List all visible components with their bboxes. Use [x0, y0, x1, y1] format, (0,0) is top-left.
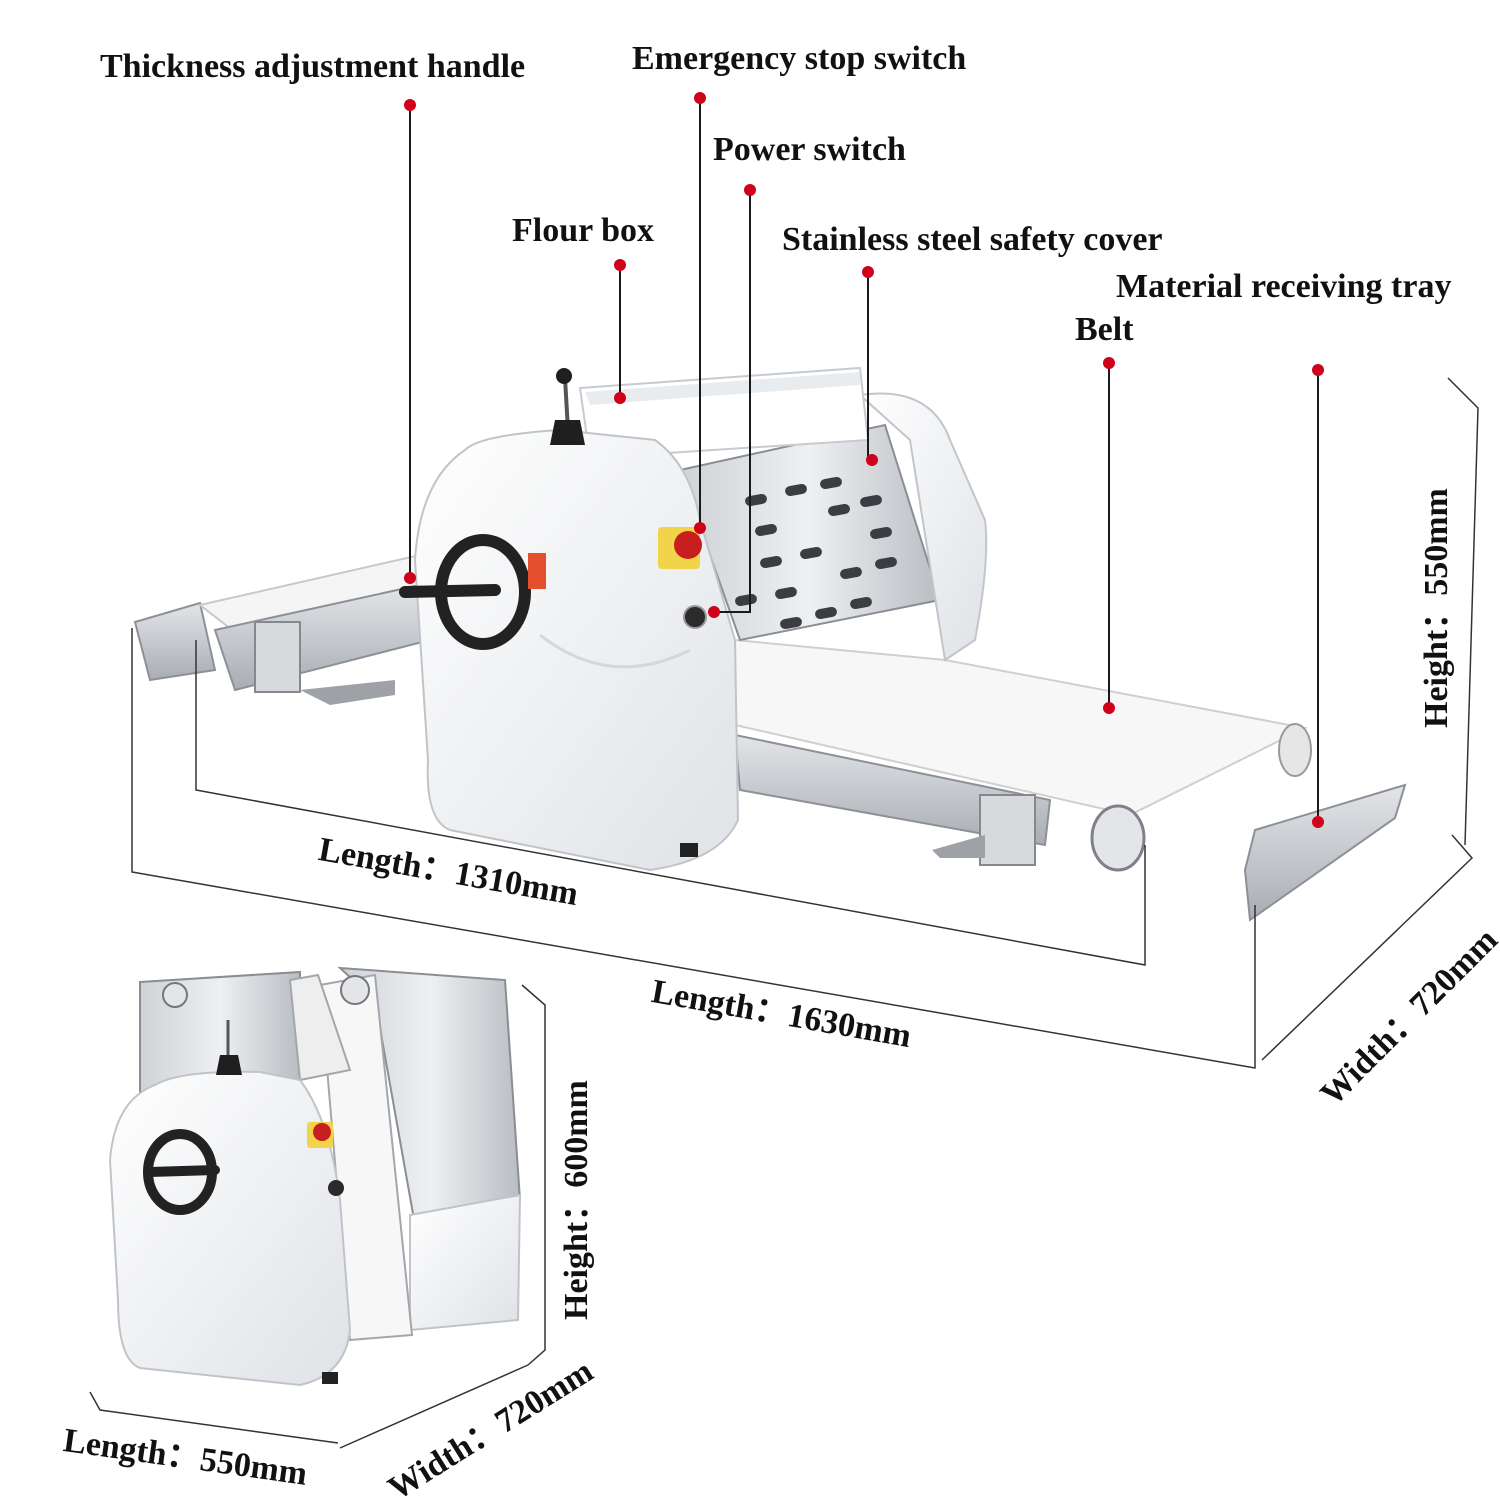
dot-thickness-handle-top [404, 99, 416, 111]
callout-leaders [409, 98, 1319, 822]
dot-flour-top [614, 259, 626, 271]
dot-tray [1312, 816, 1324, 828]
rear-housing [857, 392, 988, 662]
folded-body [108, 1070, 352, 1387]
folded-side-panel [409, 1193, 522, 1332]
right-rail [733, 733, 1052, 847]
dot-emergency [694, 522, 706, 534]
emergency-button [674, 531, 702, 559]
right-foot [932, 835, 985, 858]
dim-folded-height [521, 984, 546, 1366]
power-knob [683, 605, 707, 629]
folded-machine [108, 966, 522, 1387]
left-foot [300, 680, 395, 705]
right-bracket [979, 794, 1036, 866]
label-receiving-tray: Material receiving tray [1116, 268, 1452, 305]
label-emergency-stop: Emergency stop switch [632, 40, 967, 77]
dot-emergency-top [694, 92, 706, 104]
dot-cover-top [862, 266, 874, 278]
dot-belt-top [1103, 357, 1115, 369]
label-height-main: Height：550mm [1418, 488, 1455, 728]
folded-dimension-lines [89, 984, 546, 1449]
dim-folded-length [89, 1391, 339, 1444]
folded-belt-left [288, 973, 352, 1082]
dot-thickness-handle [404, 572, 416, 584]
right-end-wheel [1090, 804, 1146, 872]
dim-height [1447, 377, 1479, 846]
joystick-knob [556, 368, 572, 384]
label-power-switch: Power switch [713, 131, 906, 168]
right-tray [1243, 783, 1407, 922]
left-tray [133, 601, 217, 682]
dim-length-inner [195, 640, 1146, 966]
label-safety-cover: Stainless steel safety cover [782, 221, 1163, 258]
dot-flour [614, 392, 626, 404]
right-roller [1278, 723, 1312, 777]
label-thickness-handle: Thickness adjustment handle [100, 48, 526, 85]
dim-folded-width [339, 1364, 529, 1449]
dot-belt [1103, 702, 1115, 714]
label-height-folded: Height：600mm [558, 1080, 595, 1320]
dim-width [1261, 834, 1474, 1061]
left-bracket [254, 621, 301, 693]
dot-tray-top [1312, 364, 1324, 376]
label-flour-box: Flour box [512, 212, 655, 249]
dimension-lines [131, 377, 1479, 1069]
dot-cover [866, 454, 878, 466]
dot-power-top [744, 184, 756, 196]
label-belt: Belt [1075, 311, 1134, 348]
main-machine [133, 366, 1407, 922]
callout-dots [404, 92, 1324, 828]
dot-power [708, 606, 720, 618]
dim-length-outer [131, 628, 1256, 1069]
